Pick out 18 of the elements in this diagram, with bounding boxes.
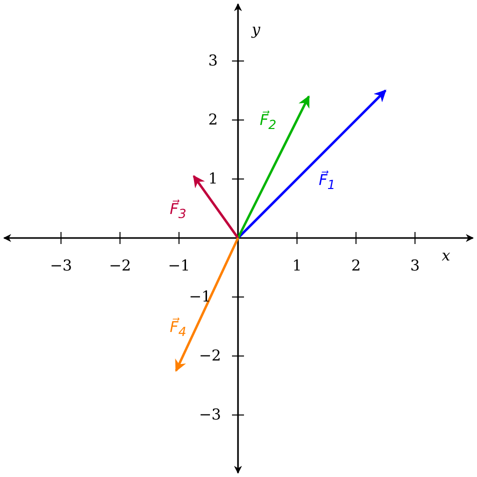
- axis-label: x: [442, 248, 450, 264]
- vector-label: F⃗$_{2}$: [260, 112, 276, 132]
- tick-label: 3: [208, 54, 218, 68]
- axis-label: y: [252, 22, 260, 38]
- tick-label: −2: [108, 258, 132, 274]
- tick-label: 2: [351, 258, 361, 274]
- tick-label: −3: [198, 408, 222, 422]
- tick-label: 2: [208, 112, 218, 128]
- vector-label: F⃗$_{3}$: [170, 202, 186, 220]
- vector-label: F⃗$_{4}$: [170, 320, 186, 338]
- tick-label: −1: [168, 258, 190, 274]
- tick-label: 3: [410, 258, 420, 274]
- vector-label: F⃗$_{1}$: [318, 172, 336, 192]
- tick-label: −2: [198, 348, 222, 364]
- tick-label: 1: [208, 172, 218, 186]
- tick-label: −1: [188, 290, 212, 304]
- tick-label: 1: [292, 258, 302, 274]
- tick-label: −3: [50, 258, 72, 274]
